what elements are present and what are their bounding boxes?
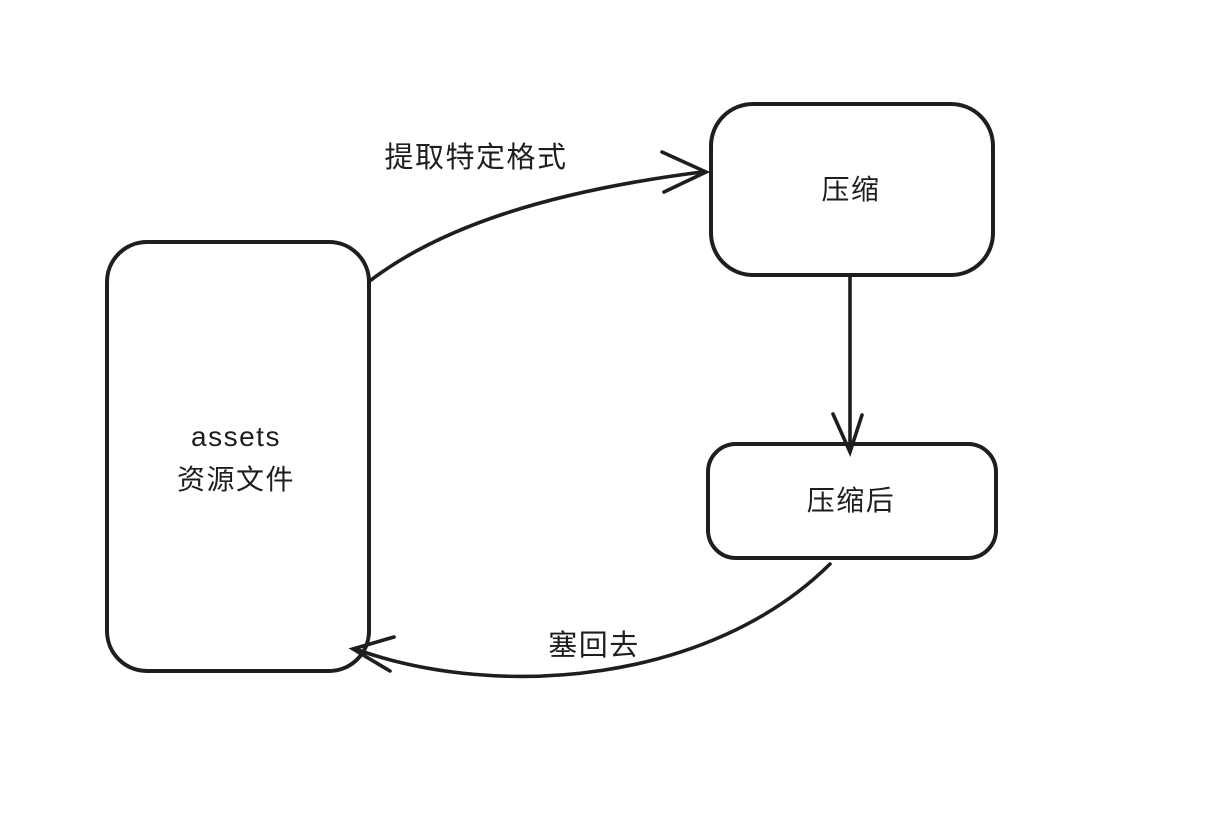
put-back-arrow-line[interactable]: [356, 562, 832, 679]
compress-step-arrowhead-icon: [831, 412, 864, 458]
edge-compress-step-arrow[interactable]: [831, 274, 864, 458]
compressed-label: 压缩后: [807, 485, 896, 516]
node-compress[interactable]: 压缩: [709, 102, 995, 277]
node-compressed[interactable]: 压缩后: [706, 442, 998, 560]
node-assets[interactable]: assets 资源文件: [105, 240, 371, 673]
extract-arrow-line[interactable]: [369, 170, 704, 282]
assets-label-line1: assets: [191, 421, 281, 452]
edge-extract-arrow[interactable]: 提取特定格式: [369, 141, 711, 282]
edge-put-back-arrow[interactable]: 塞回去: [348, 562, 832, 679]
compress-label: 压缩: [821, 174, 880, 205]
assets-label-line2: 资源文件: [177, 464, 295, 495]
put-back-arrow-label: 塞回去: [548, 629, 640, 662]
put-back-arrowhead-icon: [348, 635, 396, 673]
extract-arrowhead-icon: [660, 150, 711, 194]
compress-box[interactable]: [709, 102, 995, 277]
assets-box[interactable]: [105, 240, 371, 673]
extract-arrow-label: 提取特定格式: [384, 141, 567, 174]
